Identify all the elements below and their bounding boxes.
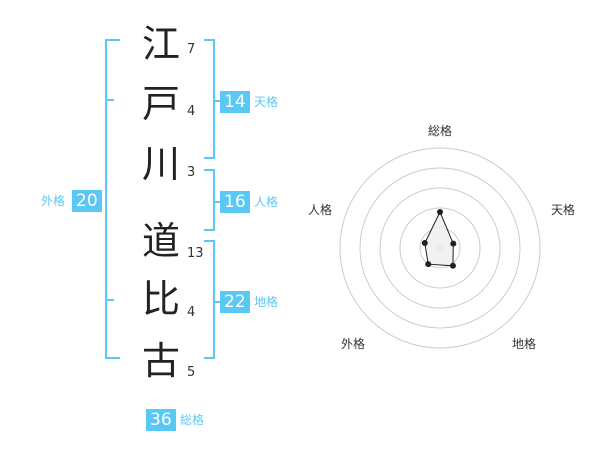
gaikaku-bracket [105,39,120,359]
chikaku-badge: 22 [220,291,250,313]
stroke-count-2: 4 [187,104,196,119]
jinkaku-label: 人格 [254,195,279,209]
radar-axis-label-chikaku: 地格 [512,337,537,351]
radar-point-3 [449,262,456,269]
soukaku-label: 総格 [180,413,205,427]
radar-axis-label-tenkaku: 天格 [551,203,576,217]
radar-point-2 [450,240,457,247]
jinkaku-badge: 16 [220,191,250,213]
name-char-2: 戸 [141,82,180,126]
name-char-5: 比 [141,277,180,321]
radar-axis-label-soukaku: 総格 [428,124,453,138]
name-char-3: 川 [141,142,180,186]
name-char-1: 江 [141,22,180,66]
radar-point-5 [421,240,428,247]
soukaku-badge: 36 [146,409,176,431]
radar-grid-ring-3 [379,187,501,309]
radar-axis-label-jinkaku: 人格 [308,203,333,217]
tenkaku-label: 天格 [254,95,279,109]
radar-grid-ring-5 [339,147,541,349]
chikaku-label: 地格 [254,295,279,309]
name-char-4: 道 [141,219,180,263]
radar-grid-ring-2 [399,207,481,289]
stroke-count-4: 13 [187,246,204,261]
jinkaku-bracket [204,169,215,231]
stroke-count-5: 4 [187,305,196,320]
radar-point-4 [425,261,432,268]
stroke-count-6: 5 [187,365,196,380]
stroke-count-1: 7 [187,42,196,57]
gaikaku-label: 外格 [41,194,66,208]
radar-point-1 [437,209,443,215]
radar-grid-ring-4 [359,167,521,329]
radar-series-polygon [424,210,454,267]
tenkaku-badge: 14 [220,91,250,113]
chikaku-bracket [204,240,215,359]
gaikaku-badge: 20 [72,190,102,212]
name-char-6: 古 [141,339,180,383]
radar-axis-label-gaikaku: 外格 [341,337,366,351]
tenkaku-bracket [204,39,215,159]
stroke-count-3: 3 [187,165,196,180]
